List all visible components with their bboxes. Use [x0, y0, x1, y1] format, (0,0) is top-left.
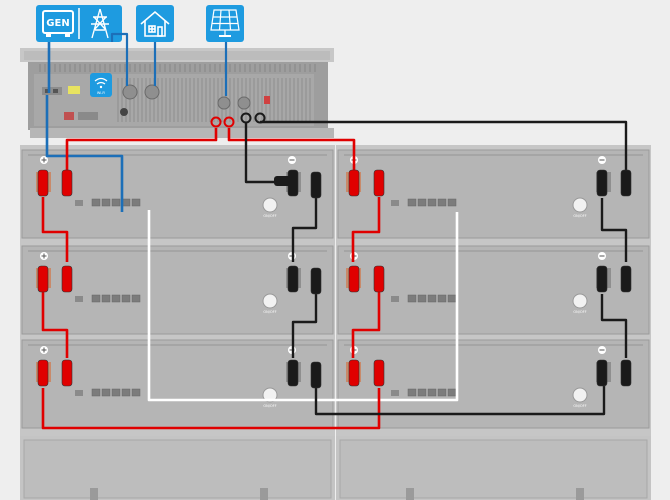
negative-chain-left: [291, 198, 318, 358]
negative-plug: [287, 359, 299, 387]
comm-cable-white-2: [147, 212, 459, 402]
power-button-label: ON/OFF: [573, 214, 586, 218]
comm-port: [131, 294, 141, 303]
power-button: [572, 197, 588, 213]
comm-port: [131, 388, 141, 397]
power-button: [572, 387, 588, 403]
power-button-label: ON/OFF: [573, 310, 586, 314]
positive-plug: [37, 359, 49, 387]
negative-plug: [287, 265, 299, 293]
negative-plug: [596, 265, 608, 293]
comm-port: [447, 294, 457, 303]
positive-plug: [61, 169, 73, 197]
positive-plug: [61, 359, 73, 387]
comm-port: [101, 198, 111, 207]
battery-module: ON/OFF: [21, 339, 334, 429]
battery-module: ON/OFF: [337, 149, 650, 239]
wifi-dongle: Wi-Fi: [90, 73, 112, 97]
inverter-unit: Wi-Fi: [20, 48, 334, 138]
comm-port: [111, 388, 121, 397]
comm-port: [91, 294, 101, 303]
positive-plug: [37, 265, 49, 293]
generator-label: GEN: [46, 18, 69, 29]
positive-chain-right: [351, 197, 381, 358]
positive-plug: [348, 169, 360, 197]
comm-port: [417, 388, 427, 397]
inverter-link-blue-house: [110, 32, 228, 96]
positive-plug: [348, 265, 360, 293]
positive-plug: [373, 359, 385, 387]
comm-port: [407, 198, 417, 207]
positive-plug: [61, 265, 73, 293]
power-button: [572, 293, 588, 309]
power-button-label: ON/OFF: [263, 404, 276, 408]
battery-module: ON/OFF: [21, 149, 334, 239]
comm-port: [437, 198, 447, 207]
positive-chain-left: [41, 197, 69, 358]
comm-cable-blue: [45, 42, 124, 212]
comm-port: [427, 388, 437, 397]
main-negative-cable: [244, 120, 628, 184]
negative-plug: [310, 361, 322, 389]
negative-plug: [310, 171, 322, 199]
wifi-icon: [94, 77, 108, 85]
solar-panel-icon: [210, 9, 240, 37]
battery-module: ON/OFF: [21, 245, 334, 335]
comm-port: [121, 294, 131, 303]
power-tower-icon: [91, 8, 109, 39]
house-icon: [140, 10, 170, 37]
negative-chain-right: [600, 198, 628, 358]
negative-plug: [596, 359, 608, 387]
comm-port: [111, 294, 121, 303]
comm-port: [427, 198, 437, 207]
comm-port: [101, 388, 111, 397]
positive-plug: [373, 169, 385, 197]
house-icon-box: [136, 5, 174, 42]
comm-port: [437, 388, 447, 397]
inverter-port-panel: [42, 84, 270, 120]
positive-plug: [348, 359, 360, 387]
battery-stack-left: ON/OFF ON/OFF ON/OFF: [20, 145, 335, 500]
power-button-label: ON/OFF: [263, 214, 276, 218]
wiring: [41, 32, 628, 430]
comm-port: [437, 294, 447, 303]
comm-port: [417, 294, 427, 303]
generator-icon: GEN: [42, 10, 74, 37]
comm-port: [447, 388, 457, 397]
negative-plug: [620, 359, 632, 387]
main-negative-plug: [274, 176, 296, 186]
negative-plug: [620, 169, 632, 197]
comm-port: [417, 198, 427, 207]
power-button-label: ON/OFF: [573, 404, 586, 408]
negative-cross-link: [314, 386, 606, 416]
comm-port: [91, 388, 101, 397]
solar-panel-icon-box: [206, 5, 244, 42]
negative-plug: [620, 265, 632, 293]
comm-port: [407, 388, 417, 397]
positive-cross-link: [41, 388, 381, 430]
battery-stack-right: ON/OFF ON/OFF ON/OFF: [336, 145, 651, 500]
negative-plug: [596, 169, 608, 197]
wifi-label: Wi-Fi: [97, 91, 105, 95]
comm-port: [121, 388, 131, 397]
comm-port: [91, 198, 101, 207]
generator-grid-icon-box: GEN: [36, 5, 122, 42]
positive-plug: [373, 265, 385, 293]
comm-port: [427, 294, 437, 303]
power-button-label: ON/OFF: [263, 310, 276, 314]
negative-plug: [310, 267, 322, 295]
power-button: [262, 387, 278, 403]
power-button: [262, 293, 278, 309]
positive-plug: [37, 169, 49, 197]
comm-port: [407, 294, 417, 303]
comm-port: [111, 198, 121, 207]
comm-port: [131, 198, 141, 207]
inverter-battery-terminals: [210, 112, 266, 128]
comm-port: [101, 294, 111, 303]
comm-port: [447, 198, 457, 207]
main-positive-cable: [65, 128, 356, 170]
power-button: [262, 197, 278, 213]
